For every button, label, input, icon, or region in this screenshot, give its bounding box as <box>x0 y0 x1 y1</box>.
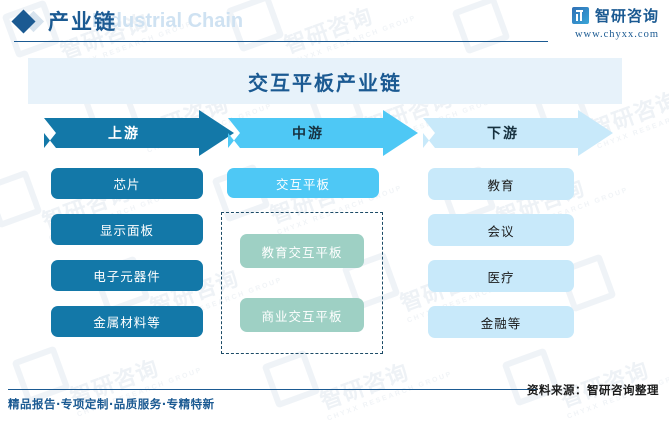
node-upstream-chip[interactable]: 芯片 <box>51 168 203 199</box>
header-divider <box>14 41 548 42</box>
brand-row: 智研咨询 <box>571 5 659 26</box>
brand-block: 智研咨询 www.chyxx.com <box>571 5 659 40</box>
page-header: Industrial Chain 产业链 智研咨询 www.chyxx.com <box>0 0 669 50</box>
column-downstream: 教育 会议 医疗 金融等 <box>428 168 574 352</box>
zhiyan-logo-icon <box>571 7 589 24</box>
header-title-en: Industrial Chain <box>92 10 244 32</box>
midstream-group-box <box>221 212 383 354</box>
brand-name: 智研咨询 <box>594 7 659 25</box>
stage-label-midstream: 中游 <box>292 126 324 142</box>
node-upstream-metal[interactable]: 金属材料等 <box>51 306 203 337</box>
chart-title-banner: 交互平板产业链 <box>28 58 622 104</box>
footer-divider <box>8 389 538 390</box>
stage-arrow-midstream: 中游 <box>228 110 418 156</box>
column-midstream: 交互平板 教育交互平板 商业交互平板 <box>221 168 385 354</box>
node-midstream-education[interactable]: 教育交互平板 <box>240 234 364 268</box>
node-upstream-panel[interactable]: 显示面板 <box>51 214 203 245</box>
footer-source: 资料来源：智研咨询整理 <box>527 383 659 397</box>
node-midstream-business[interactable]: 商业交互平板 <box>240 298 364 332</box>
brand-url[interactable]: www.chyxx.com <box>574 29 659 40</box>
page-title: 产业链 <box>48 10 117 34</box>
stage-arrow-upstream: 上游 <box>44 110 234 156</box>
stage-arrow-bar: 上游 中游 下游 <box>0 110 669 166</box>
chart-title: 交互平板产业链 <box>248 70 402 95</box>
stage-label-upstream: 上游 <box>108 126 140 142</box>
chain-columns: 芯片 显示面板 电子元器件 金属材料等 交互平板 教育交互平板 商业交互平板 教… <box>0 168 669 368</box>
footer-slogan: 精品报告·专项定制·品质服务·专精特新 <box>8 397 215 411</box>
node-downstream-meeting[interactable]: 会议 <box>428 214 574 246</box>
stage-label-downstream: 下游 <box>487 126 519 142</box>
node-downstream-education[interactable]: 教育 <box>428 168 574 200</box>
stage-arrow-downstream: 下游 <box>423 110 613 156</box>
node-downstream-medical[interactable]: 医疗 <box>428 260 574 292</box>
node-downstream-finance[interactable]: 金融等 <box>428 306 574 338</box>
column-upstream: 芯片 显示面板 电子元器件 金属材料等 <box>51 168 203 352</box>
node-upstream-component[interactable]: 电子元器件 <box>51 260 203 291</box>
node-midstream-head[interactable]: 交互平板 <box>227 168 379 198</box>
